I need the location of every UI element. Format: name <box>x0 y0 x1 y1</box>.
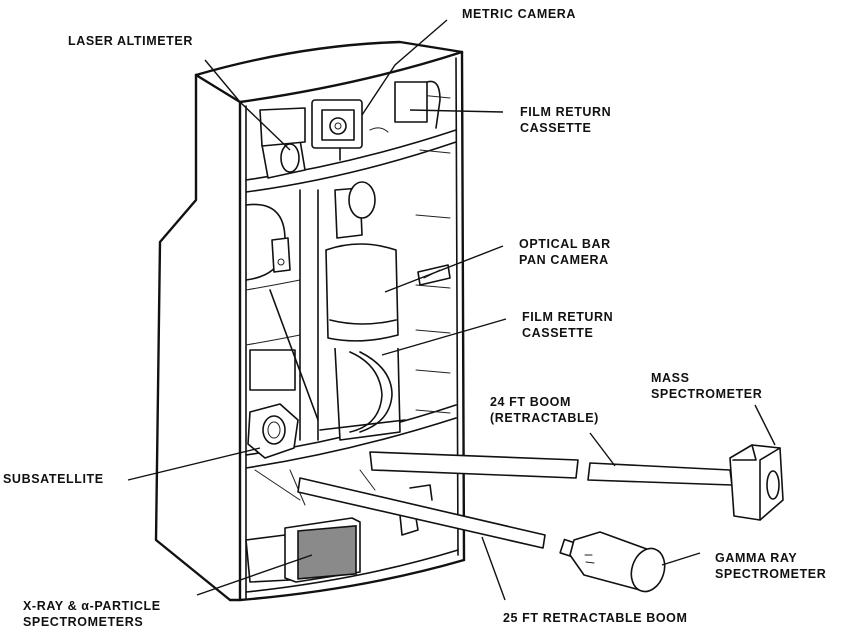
lower-bay-equipment <box>245 469 433 583</box>
leader-lines <box>127 19 776 601</box>
leader-subsatellite <box>127 447 261 481</box>
leader-mass-spectrometer <box>754 404 776 446</box>
label-optical-bar-pan-camera: OPTICAL BAR PAN CAMERA <box>519 237 611 267</box>
subsatellite-shape <box>247 403 299 459</box>
leader-24ft-boom <box>589 432 616 467</box>
leader-film-cassette-upper <box>409 109 504 113</box>
mass-spectrometer-shape <box>729 444 784 521</box>
label-xray-alpha-spectrometers: X-RAY & α-PARTICLE SPECTROMETERS <box>23 599 161 629</box>
laser-altimeter-shape <box>259 107 306 179</box>
leader-pan-camera <box>384 245 504 293</box>
label-mass-spectrometer: MASS SPECTROMETER <box>651 371 763 401</box>
label-subsatellite: SUBSATELLITE <box>3 472 104 486</box>
label-film-return-cassette-upper: FILM RETURN CASSETTE <box>520 105 612 135</box>
label-25ft-retractable-boom: 25 FT RETRACTABLE BOOM <box>503 611 688 625</box>
label-laser-altimeter: LASER ALTIMETER <box>68 34 193 48</box>
module-side-panel <box>154 40 464 602</box>
gamma-ray-spectrometer-shape <box>559 531 666 593</box>
leader-metric-camera <box>361 19 448 116</box>
xray-spectrometer-shape <box>284 517 361 583</box>
label-gamma-ray-spectrometer: GAMMA RAY SPECTROMETER <box>715 551 827 581</box>
leader-25ft-boom <box>481 536 506 601</box>
leader-xray <box>196 554 313 596</box>
boom-25ft-shape <box>297 477 546 549</box>
leader-gamma-ray <box>661 552 701 566</box>
wall-ribs <box>415 94 451 414</box>
label-film-return-cassette-lower: FILM RETURN CASSETTE <box>522 310 614 340</box>
leader-laser-altimeter <box>204 59 291 151</box>
pan-camera-shape <box>299 181 406 441</box>
metric-camera-shape <box>311 99 363 161</box>
leader-film-cassette-lower <box>381 318 507 356</box>
left-bay-equipment <box>245 203 319 421</box>
boom-24ft-shape <box>369 451 733 486</box>
label-metric-camera: METRIC CAMERA <box>462 7 577 21</box>
label-24ft-boom: 24 FT BOOM (RETRACTABLE) <box>490 395 599 425</box>
upper-film-cassette-shape <box>369 80 441 133</box>
module-frame <box>238 50 466 602</box>
